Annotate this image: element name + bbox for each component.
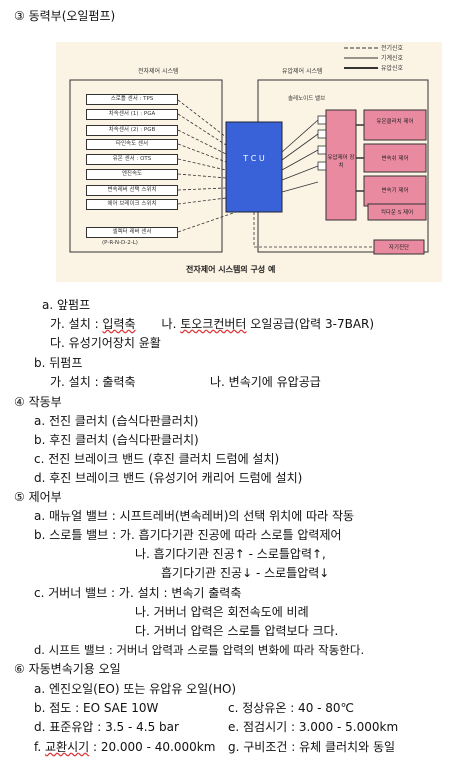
sensor-oil-temp: 유온 센서 : OTS xyxy=(86,154,178,165)
diagram-caption: 전자제어 시스템의 구성 예 xyxy=(186,265,276,274)
output-boxes xyxy=(363,109,427,255)
rear-pump-install: 가. 설치 : 출력축 xyxy=(50,375,136,389)
s5-governor-valve-1: c. 거버너 밸브 : 가. 설치 : 변속기 출력축 xyxy=(34,586,242,600)
section-3-heading: ③ 동력부(오일펌프) xyxy=(14,9,116,23)
s5-shift-valve: d. 시프트 밸브 : 거버너 압력과 스로틀 압력의 변화에 따라 작동한다. xyxy=(34,643,365,657)
sensor-throttle: 스로틀 센서 : TPS xyxy=(86,94,178,105)
output-1-label: 유온클러치 제어 xyxy=(376,119,414,125)
s6-item-d: d. 표준유압 : 3.5 - 4.5 bar xyxy=(34,720,179,734)
s5-manual-valve: a. 매뉴얼 밸브 : 시프트레버(변속레버)의 선택 위치에 따라 작동 xyxy=(34,509,355,523)
s4-item-d: d. 후진 브레이크 밴드 (유성기어 캐리어 드럼에 설치) xyxy=(34,471,303,485)
s6-item-a: a. 엔진오일(EO) 또는 유압유 오일(HO) xyxy=(34,682,237,696)
tcu-output-lines xyxy=(281,119,319,193)
s5-governor-valve-3: 다. 거버너 압력은 스로틀 압력보다 크다. xyxy=(135,624,339,638)
s6-item-f-prefix: f. xyxy=(34,740,45,754)
sensor-select-lever: 셀렉터 레버 센서 xyxy=(86,227,178,238)
s5-governor-valve-2: 나. 거버너 압력은 회전속도에 비례 xyxy=(135,605,309,619)
hydraulic-unit-label: 유압제어 장치 xyxy=(327,155,355,169)
front-pump-oil-supply: 오일공급(압력 3-7BAR) xyxy=(246,317,375,331)
rear-pump-title: b. 뒤펌프 xyxy=(34,356,83,370)
sensor-turbine: 타인속도 센서 xyxy=(86,139,178,150)
left-group-box xyxy=(69,79,223,253)
front-pump-input-shaft: 입력축 xyxy=(102,317,136,331)
front-pump-item-2-prefix: 나. xyxy=(161,317,181,331)
group-left-label: 전자제어 시스템 xyxy=(138,68,179,75)
sensor-arrows xyxy=(177,99,237,233)
s4-item-a: a. 전진 클러치 (습식다판클러치) xyxy=(34,414,199,428)
sensor-brake-switch: 에어 브레이크 스위치 xyxy=(86,199,178,210)
section-6-heading: ⑥ 자동변속기용 오일 xyxy=(14,662,121,676)
prndl-label: (P-R-N-D-2-L) xyxy=(102,240,138,246)
output-3-label: 변속기 제어 xyxy=(381,188,409,194)
s6-item-g: g. 구비조건 : 유체 클러치와 동일 xyxy=(228,740,396,754)
front-pump-torque-converter: 토오크컨버터 xyxy=(180,317,247,331)
front-pump-title: a. 앞펌프 xyxy=(42,298,91,312)
hydraulic-control-unit xyxy=(325,109,357,221)
s6-item-c: c. 정상유온 : 40 - 80℃ xyxy=(228,701,355,715)
electronic-control-diagram: 전기신호 기계신호 유압신호 전자제어 시스템 유압제어 시스템 T C U 솔… xyxy=(56,42,442,282)
section-5-heading: ⑤ 제어부 xyxy=(14,490,62,504)
s6-item-f: f. 교환시기 : 20.000 - 40.000km xyxy=(34,739,215,755)
legend-electric: 전기신호 xyxy=(381,45,404,52)
legend-hydraulic: 유압신호 xyxy=(381,65,404,72)
legend-mechanical: 기계신호 xyxy=(381,55,404,62)
sensor-speed-1: 차속센서 (1) : PGA xyxy=(86,109,178,120)
sensor-speed-2: 차속센서 (2) : PGB xyxy=(86,125,178,136)
front-pump-line-1: 가. 설치 : 입력축 나. 토오크컨버터 오일공급(압력 3-7BAR) xyxy=(50,316,374,332)
diag-line xyxy=(253,212,374,248)
rear-pump-supply: 나. 변속기에 유압공급 xyxy=(210,375,321,389)
s4-item-b: b. 후진 클러치 (습식다판클러치) xyxy=(34,433,199,447)
s6-item-b: b. 점도 : EO SAE 10W xyxy=(34,701,159,715)
self-diag-label: 자기진단 xyxy=(388,245,410,251)
solenoid-label: 솔레노이드 밸브 xyxy=(288,96,326,102)
kickdown-label: 킥다운 S 제어 xyxy=(380,210,414,216)
group-right-label: 유압제어 시스템 xyxy=(282,68,323,75)
tcu-label: T C U xyxy=(243,154,265,163)
s5-throttle-valve-3: 흡기다기관 진공↓ - 스로틀압력↓ xyxy=(161,566,330,580)
s5-throttle-valve-2: 나. 흡기다기관 진공↑ - 스로틀압력↑, xyxy=(135,547,326,561)
sensor-lever-switch: 변속레버 선택 스위치 xyxy=(86,185,178,196)
s6-item-e: e. 점검시기 : 3.000 - 5.000km xyxy=(228,720,399,734)
s5-throttle-valve-1: b. 스로틀 밸브 : 가. 흡기다기관 진공에 따라 스로틀 압력제어 xyxy=(34,528,342,542)
output-2-label: 변속쉬 제어 xyxy=(381,156,409,162)
legend: 전기신호 기계신호 유압신호 xyxy=(381,44,403,74)
sensor-engine-speed: 엔진속도 xyxy=(86,169,178,180)
s6-item-f-term: 교환시기 xyxy=(44,740,90,754)
solenoid-valves xyxy=(317,115,327,171)
section-4-heading: ④ 작동부 xyxy=(14,395,62,409)
tcu-box xyxy=(225,121,283,213)
front-pump-install: 가. 설치 : xyxy=(50,317,103,331)
s6-item-f-value: : 20.000 - 40.000km xyxy=(89,740,216,754)
front-pump-line-2: 다. 유성기어장치 윤활 xyxy=(50,336,161,350)
hydraulic-arrows xyxy=(356,124,364,192)
s4-item-c: c. 전진 브레이크 밴드 (후진 클러치 드럼에 설치) xyxy=(34,452,280,466)
